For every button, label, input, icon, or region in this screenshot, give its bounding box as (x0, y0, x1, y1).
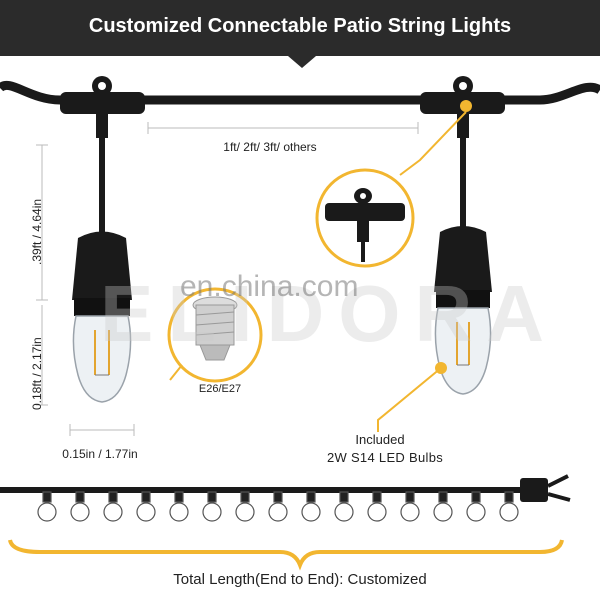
strand-bulbs (37, 491, 519, 522)
bulb-spec-label: 2W S14 LED Bulbs (326, 450, 444, 465)
strand-bulb (466, 491, 486, 522)
socket-height-label: .39ft / 4.64in (30, 198, 44, 265)
main-cable (0, 80, 600, 105)
strand-bulb (136, 491, 156, 522)
strand-bulb (103, 491, 123, 522)
strand-bulb (400, 491, 420, 522)
zoomed-connector (325, 188, 405, 262)
strand-bulb (334, 491, 354, 522)
strand-bulb (499, 491, 519, 522)
strand-bulb (70, 491, 90, 522)
site-watermark: en.china.com (180, 270, 359, 303)
strand-bulb (433, 491, 453, 522)
strand-bulb (268, 491, 288, 522)
bulb-height-label: 0.18ft / 2.17in (30, 337, 44, 410)
left-t-connector (60, 76, 145, 238)
strand-line (0, 474, 571, 502)
socket-type-label: E26/E27 (198, 383, 242, 395)
left-bulb (72, 231, 132, 403)
included-label: Included (355, 432, 405, 447)
right-t-connector (420, 76, 505, 232)
total-length-label: Total Length(End to End): Customized (173, 571, 427, 588)
page-title: Customized Connectable Patio String Ligh… (88, 15, 512, 37)
title-banner (0, 0, 600, 56)
bulb-width-label: 0.15in / 1.77in (62, 447, 138, 461)
strand-bulb (169, 491, 189, 522)
strand-bulb (202, 491, 222, 522)
strand-bulb (235, 491, 255, 522)
spacing-label: 1ft/ 2ft/ 3ft/ others (223, 140, 317, 154)
strand-bulb (367, 491, 387, 522)
brand-watermark: ELIDORA (100, 269, 558, 358)
total-length-brace (8, 539, 564, 571)
strand-bulb (301, 491, 321, 522)
e26-socket (192, 296, 238, 361)
banner-pointer (288, 56, 316, 68)
right-bulb (434, 226, 492, 395)
strand-bulb (37, 491, 57, 522)
